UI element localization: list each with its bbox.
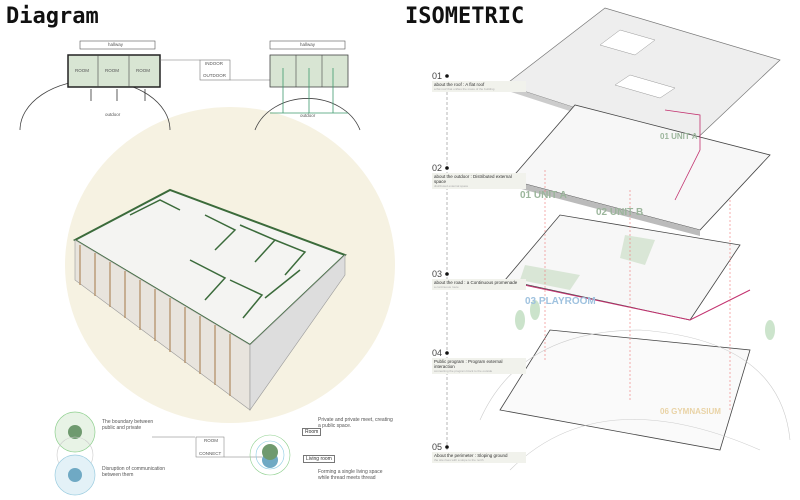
hallway-label-left: hallway [108, 42, 124, 47]
diagram-artwork [19, 40, 395, 496]
timeline-number: 03 [432, 269, 443, 279]
building-isometric [72, 188, 347, 411]
room-label: ROOM [105, 68, 119, 73]
room-tag: Room [302, 428, 322, 436]
room-label: ROOM [136, 68, 150, 73]
timeline-number: 05 [432, 442, 443, 452]
isometric-artwork [445, 7, 791, 471]
connect-box-label: CONNECT [199, 451, 222, 456]
caption-sub: a continuous route [434, 285, 459, 289]
timeline-item-04: 04 Public program : Program external int… [432, 348, 526, 374]
indoor-label: INDOOR [205, 61, 223, 66]
room-box-label: ROOM [204, 438, 218, 443]
disruption-text: Disruption of communication between them [102, 466, 166, 478]
unit-a-label: 01 UNIT A [520, 190, 567, 201]
timeline-caption: Public program : Program external intera… [432, 358, 526, 374]
caption-text: Public program : Program external intera… [434, 359, 503, 369]
hallway-label-right: hallway [300, 42, 316, 47]
timeline-item-03: 03 about the road : a Continuous promena… [432, 269, 526, 290]
outdoor-arc-right [254, 98, 361, 131]
diagram-title: Diagram [6, 4, 99, 29]
timeline-caption: about the outdoor : Distributed external… [432, 173, 526, 189]
caption-text: about the roof : A flat roof [434, 82, 485, 87]
room-strip-left [67, 54, 161, 88]
private-circle [68, 425, 82, 439]
public-circle [68, 468, 82, 482]
caption-sub: a flat roof that unifies the mass of the… [434, 87, 495, 91]
caption-text: about the road : a Continuous promenade [434, 280, 518, 285]
private-meet-text: Private and private meet, creating a pub… [318, 417, 393, 429]
timeline-number: 01 [432, 71, 443, 81]
living-room-tag: Living room [303, 455, 335, 463]
outdoor-label-left: outdoor [105, 112, 121, 117]
merged-circle [262, 444, 278, 460]
floor-units [509, 104, 771, 231]
unit-b-label: 02 UNIT B [596, 207, 644, 218]
room-label: ROOM [75, 68, 89, 73]
boundary-text: The boundary between public and private [102, 419, 154, 431]
timeline-number: 02 [432, 163, 443, 173]
caption-sub: connecting the program block to the outs… [434, 369, 493, 373]
single-space-text: Forming a single living space while thre… [318, 469, 383, 481]
caption-sub: distributed external space [434, 184, 469, 188]
caption-sub: the site rises with a slope to the north [434, 458, 484, 462]
isometric-title: ISOMETRIC [405, 4, 525, 29]
caption-text: about the outdoor : Distributed external… [434, 174, 512, 184]
gym-label: 06 GYMNASIUM [660, 407, 721, 416]
unit-a-label-right: 01 UNIT A [660, 132, 698, 141]
outdoor-label-right: outdoor [300, 113, 316, 118]
timeline-item-02: 02 about the outdoor : Distributed exter… [432, 163, 526, 189]
outdoor-caps-label: OUTDOOR [203, 73, 226, 78]
timeline-number: 04 [432, 348, 443, 358]
caption-text: About the perimeter : Sloping ground [434, 453, 508, 458]
playroom-label: 03 PLAYROOM [525, 296, 596, 307]
